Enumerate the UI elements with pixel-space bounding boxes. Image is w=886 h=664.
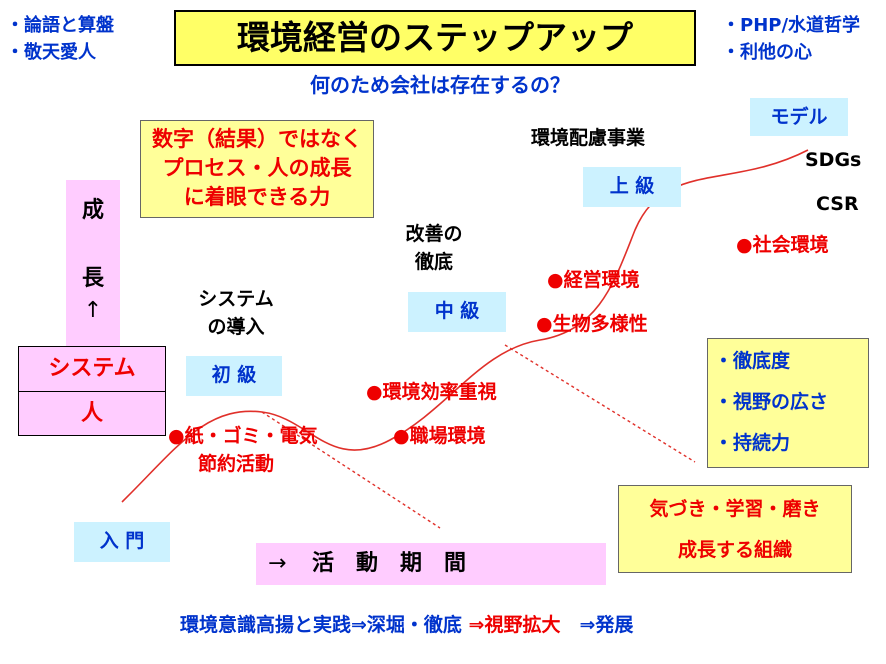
- system-label: システム: [19, 347, 165, 392]
- focus-line: 数字（結果）ではなく: [152, 127, 362, 151]
- caption-part: 環境意識高揚と実践⇒深堀・徹底: [180, 614, 469, 636]
- focus-line: に着眼できる力: [183, 185, 331, 209]
- stage-line: システム: [198, 288, 274, 310]
- caption-part: ⇒視野拡大: [468, 614, 561, 636]
- metric-item: ・徹底度: [714, 350, 791, 372]
- activity-paper: ●紙・ゴミ・電気 節約活動: [168, 422, 318, 478]
- stage-sdgs: SDGs: [805, 149, 862, 171]
- dashed-line-2: [504, 344, 696, 463]
- philosophy-item: ・PHP/水道哲学: [722, 15, 861, 36]
- page-title: 環境経営のステップアップ: [174, 10, 696, 66]
- activity-line: ●紙・ゴミ・電気: [168, 425, 318, 447]
- metrics-box: ・徹底度 ・視野の広さ ・持続力: [707, 338, 869, 468]
- caption-part: ⇒発展: [560, 614, 634, 636]
- stage-line: 徹底: [414, 251, 453, 273]
- metric-item: ・視野の広さ: [714, 391, 829, 413]
- learning-line: 成長する組織: [677, 539, 792, 561]
- activity-biodiversity: ●生物多様性: [536, 313, 648, 335]
- stage-csr: CSR: [816, 193, 859, 215]
- philosophy-item: ・論語と算盤: [6, 15, 114, 36]
- focus-box: 数字（結果）ではなく プロセス・人の成長 に着眼できる力: [140, 120, 374, 218]
- learning-line: 気づき・学習・磨き: [649, 498, 821, 520]
- learning-box: 気づき・学習・磨き 成長する組織: [618, 485, 852, 573]
- system-human-box: システム 人: [18, 346, 166, 436]
- activity-efficiency: ●環境効率重視: [366, 381, 497, 403]
- level-model: モデル: [750, 98, 848, 136]
- arrow-up-icon: ↑: [83, 298, 103, 323]
- growth-column: 成 長 ↑: [66, 180, 120, 346]
- level-advanced: 上 級: [583, 167, 681, 207]
- activity-management: ●経営環境: [547, 269, 640, 291]
- stage-line: の導入: [207, 316, 265, 338]
- growth-char: 成: [81, 198, 104, 223]
- bottom-caption: 環境意識高揚と実践⇒深堀・徹底 ⇒視野拡大 ⇒発展: [180, 612, 633, 638]
- level-intermediate: 中 級: [408, 292, 506, 332]
- level-beginner: 初 級: [186, 356, 282, 396]
- arrow-right-icon: →: [268, 551, 287, 576]
- stage-kaizen: 改善の 徹底: [384, 220, 484, 276]
- philosophy-item: ・利他の心: [722, 42, 812, 63]
- philosophy-item: ・敬天愛人: [6, 42, 96, 63]
- focus-line: プロセス・人の成長: [162, 156, 352, 180]
- growth-char: 長: [81, 266, 104, 291]
- stage-line: 改善の: [405, 223, 463, 245]
- activity-workplace: ●職場環境: [393, 425, 486, 447]
- level-entry: 入 門: [74, 522, 170, 562]
- subtitle: 何のため会社は存在するの？: [310, 73, 570, 97]
- metric-item: ・持続力: [714, 432, 791, 454]
- stage-system-intro: システム の導入: [176, 285, 296, 341]
- human-label: 人: [80, 401, 103, 426]
- period-label: 活 動 期 間: [312, 551, 467, 576]
- activity-line: 節約活動: [198, 453, 275, 475]
- stage-env-business: 環境配慮事業: [531, 127, 646, 149]
- activity-social: ●社会環境: [736, 234, 829, 256]
- activity-period-bar: → 活 動 期 間: [256, 543, 606, 585]
